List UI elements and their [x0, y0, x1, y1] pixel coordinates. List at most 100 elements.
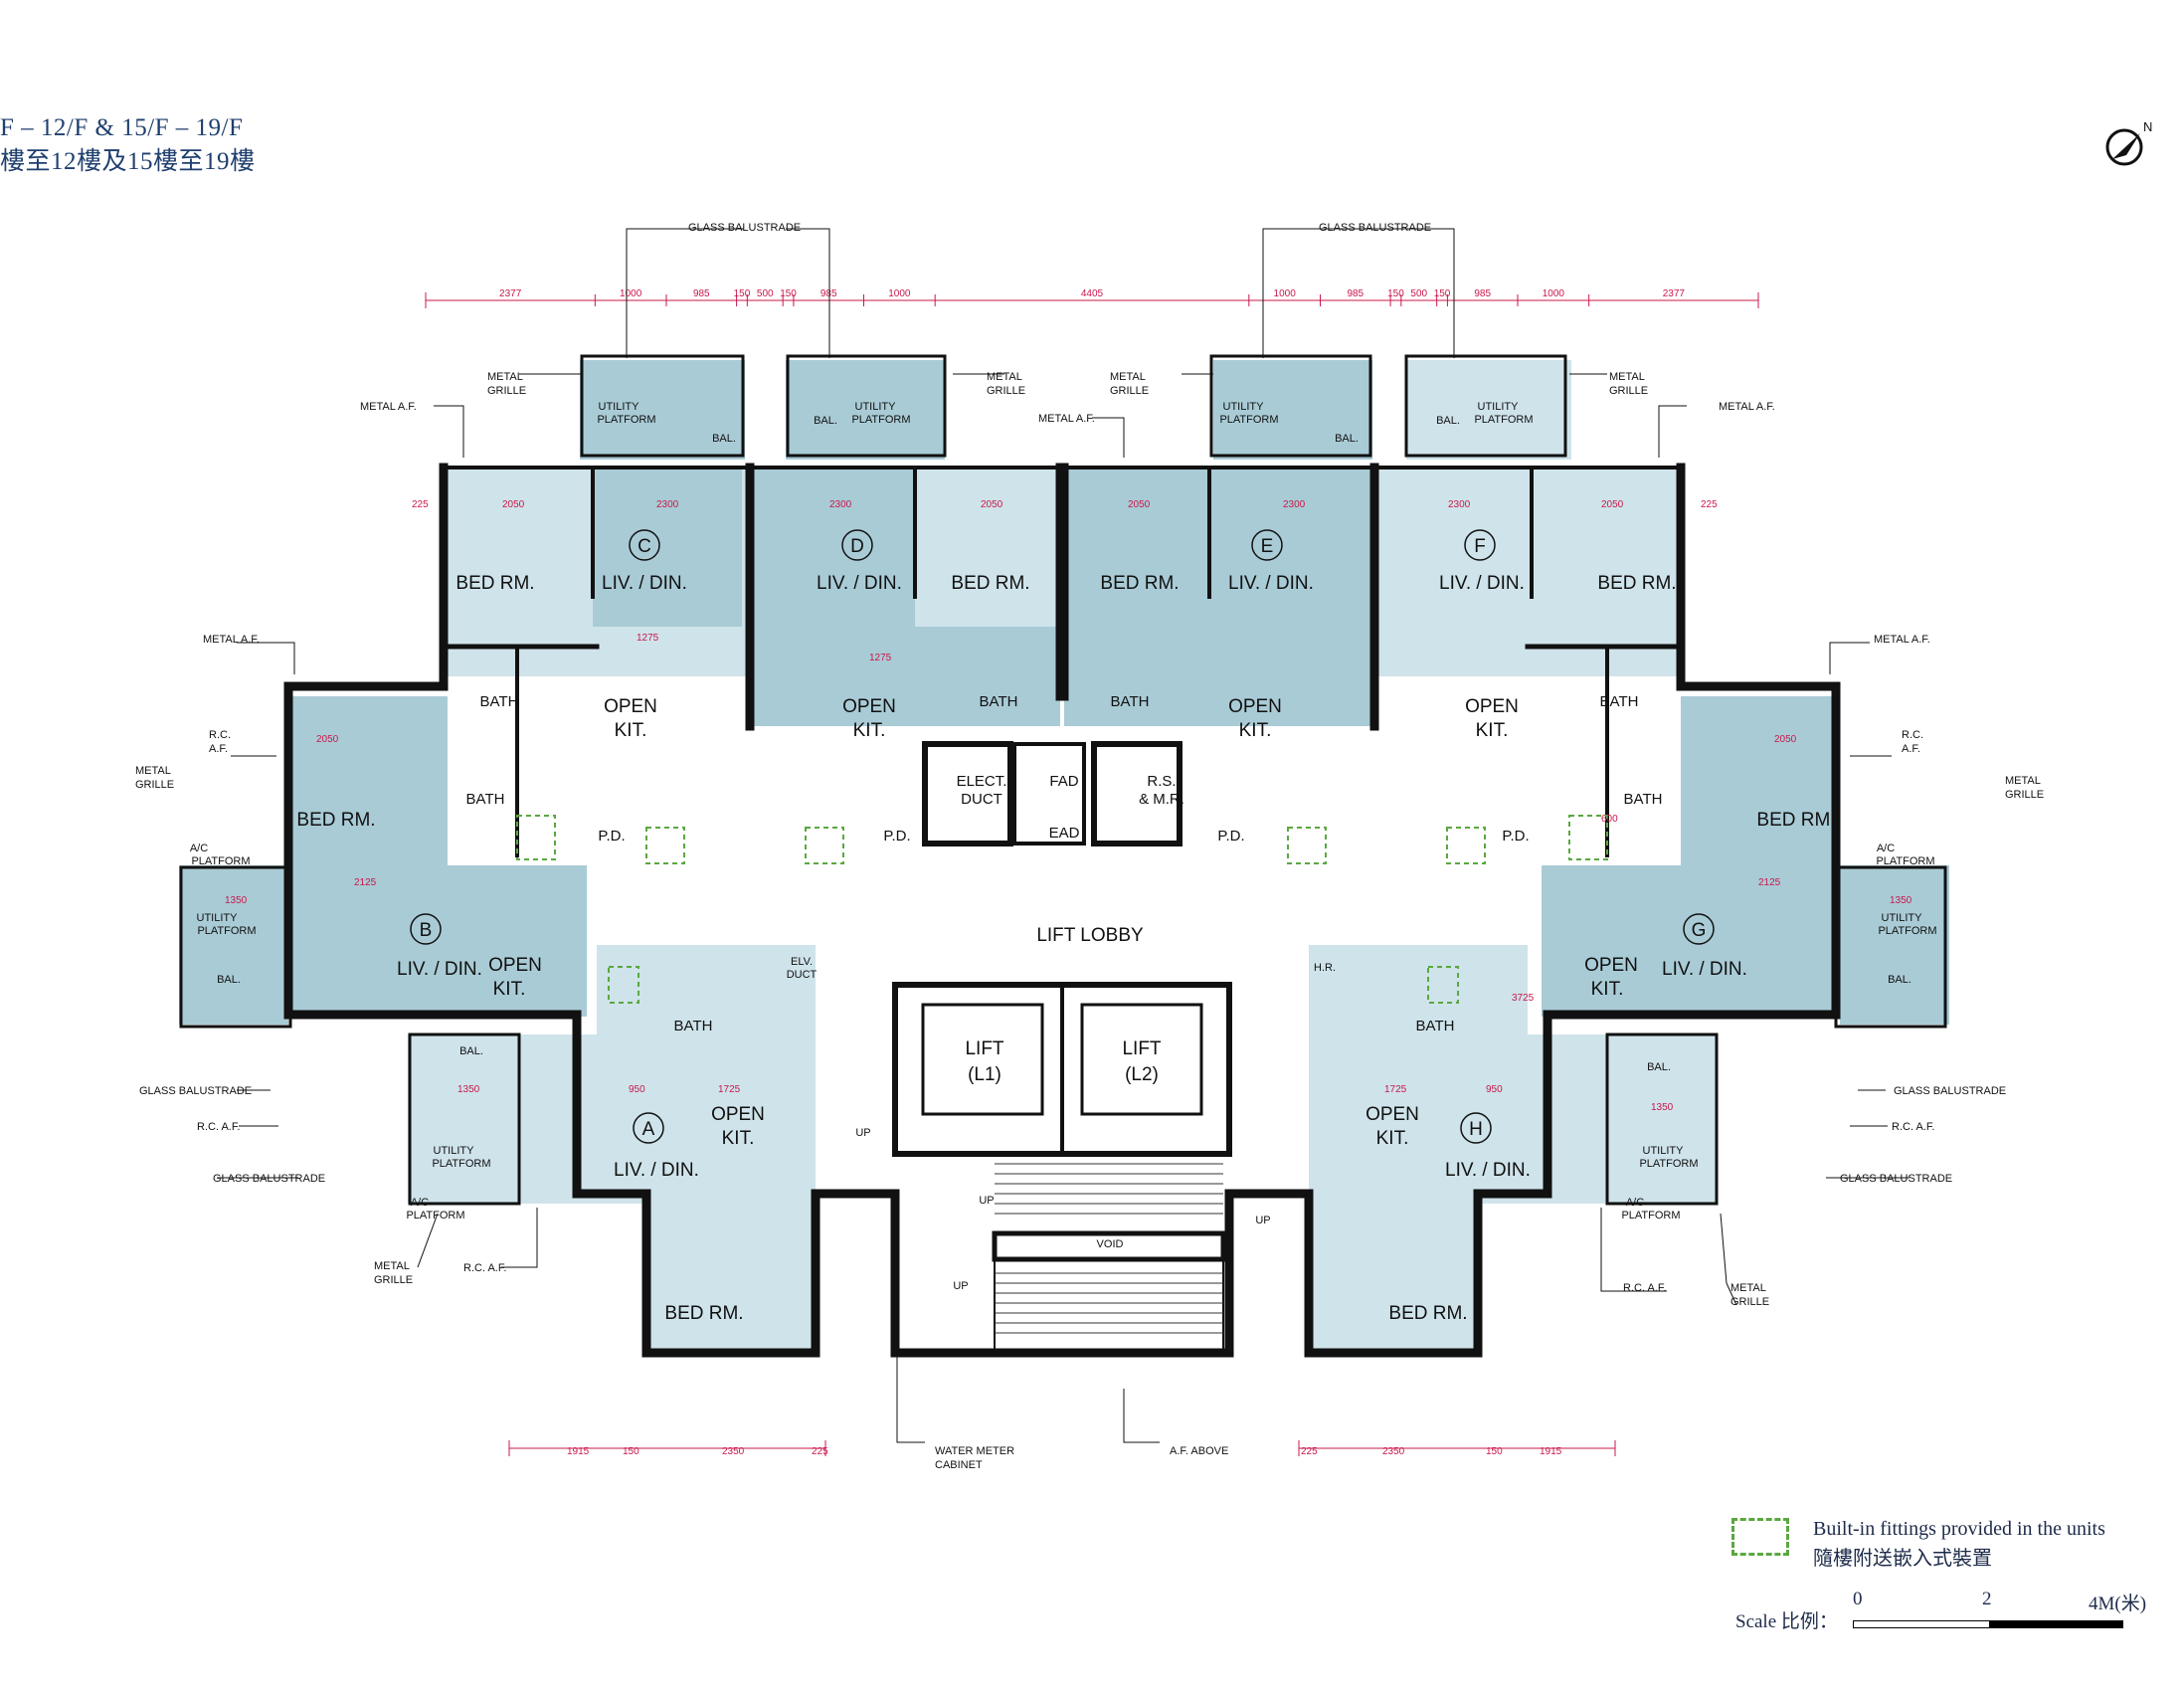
top-dimension-label: 1000 — [888, 288, 911, 299]
svg-text:2050: 2050 — [1601, 499, 1624, 510]
ac-g-2: PLATFORM — [1876, 855, 1934, 867]
unit-label-g: G — [1692, 920, 1707, 941]
svg-text:2300: 2300 — [1448, 499, 1471, 510]
metal-grille-label-8b: GRILLE — [1730, 1296, 1769, 1308]
svg-text:225: 225 — [812, 1446, 828, 1457]
top-dimension-label: 1000 — [620, 288, 642, 299]
room-bedroom-f: BED RM. — [1597, 573, 1676, 594]
rs-mr-label-1: R.S. — [1147, 773, 1176, 790]
metal-grille-label-7a: METAL — [374, 1260, 410, 1272]
glass-balustrade-label-4: GLASS BALUSTRADE — [1894, 1085, 2006, 1097]
utility-f-2: PLATFORM — [1474, 414, 1533, 426]
utility-d-2: PLATFORM — [851, 414, 910, 426]
scale-bar-graphic — [1853, 1620, 2123, 1628]
svg-text:1725: 1725 — [1384, 1084, 1407, 1095]
room-bedroom-d: BED RM. — [951, 573, 1029, 594]
top-dimension-label: 985 — [820, 288, 837, 299]
water-meter-label-2: CABINET — [935, 1459, 983, 1471]
rc-af-label-2a: R.C. — [1902, 729, 1923, 741]
floor-title: F – 12/F & 15/F – 19/F 樓至12樓及15樓至19樓 — [0, 111, 256, 179]
room-open-g: OPEN — [1584, 955, 1638, 976]
water-meter-label-1: WATER METER — [935, 1445, 1014, 1457]
svg-text:3725: 3725 — [1512, 993, 1535, 1004]
elect-duct-label-2: DUCT — [961, 791, 1002, 808]
north-label: N — [2143, 119, 2152, 134]
unit-label-b: B — [420, 920, 433, 941]
svg-text:2050: 2050 — [981, 499, 1003, 510]
metal-grille-label-3a: METAL — [1110, 371, 1146, 383]
room-bath-b: BATH — [466, 791, 505, 808]
annotation-leaders — [217, 228, 1910, 1443]
glass-balustrade-label-5: GLASS BALUSTRADE — [213, 1173, 325, 1185]
lift-l1-code: (L1) — [968, 1064, 1001, 1085]
svg-text:1350: 1350 — [225, 895, 248, 906]
void-label: VOID — [1097, 1238, 1124, 1250]
top-dimension-label: 150 — [1387, 288, 1404, 299]
scale-tick-2: 2 — [1982, 1589, 1992, 1609]
svg-text:1275: 1275 — [637, 633, 659, 644]
svg-text:225: 225 — [1701, 499, 1718, 510]
unit-label-h: H — [1469, 1119, 1483, 1140]
utility-a-2: PLATFORM — [432, 1158, 490, 1170]
unit-label-a: A — [642, 1119, 655, 1140]
svg-text:150: 150 — [623, 1446, 639, 1457]
bal-h: BAL. — [1647, 1061, 1671, 1073]
room-bath-h: BATH — [1416, 1018, 1455, 1034]
scale-tick-4: 4M(米) — [2089, 1594, 2147, 1614]
svg-text:2050: 2050 — [1128, 499, 1151, 510]
top-dimension-label: 500 — [1410, 288, 1427, 299]
north-arrow-icon: N — [2105, 119, 2152, 166]
room-open-h: OPEN — [1365, 1104, 1419, 1125]
rc-af-label-5: R.C. A.F. — [463, 1262, 506, 1274]
lift-lobby-label: LIFT LOBBY — [1036, 925, 1144, 946]
svg-text:2300: 2300 — [1283, 499, 1306, 510]
room-open-c: OPEN — [604, 696, 657, 717]
stair-up-2: UP — [979, 1195, 994, 1207]
room-bath-c: BATH — [480, 693, 519, 710]
glass-balustrade-label-1: GLASS BALUSTRADE — [688, 222, 801, 234]
ac-a-2: PLATFORM — [406, 1210, 464, 1221]
room-kit-h: KIT. — [1376, 1128, 1409, 1149]
svg-text:1350: 1350 — [1651, 1102, 1674, 1113]
svg-text:1725: 1725 — [718, 1084, 741, 1095]
rc-af-label-6: R.C. A.F. — [1623, 1282, 1666, 1294]
svg-text:2050: 2050 — [316, 734, 339, 745]
room-bedroom-e: BED RM. — [1100, 573, 1179, 594]
svg-text:1915: 1915 — [567, 1446, 590, 1457]
room-living-a: LIV. / DIN. — [614, 1160, 699, 1181]
svg-text:225: 225 — [1301, 1446, 1318, 1457]
rc-af-label-1b: A.F. — [209, 743, 228, 755]
bal-g-side: BAL. — [1888, 974, 1911, 986]
rc-af-label-1a: R.C. — [209, 729, 231, 741]
bottom-dimension-lines — [508, 1440, 1616, 1456]
utility-b-1: UTILITY — [197, 912, 239, 924]
room-living-d: LIV. / DIN. — [817, 573, 902, 594]
room-bath-e: BATH — [1111, 693, 1150, 710]
top-dimension-label: 1000 — [1274, 288, 1297, 299]
staircase — [995, 1163, 1223, 1334]
room-pd-c: P.D. — [598, 828, 625, 845]
utility-f-1: UTILITY — [1478, 401, 1520, 413]
room-living-f: LIV. / DIN. — [1439, 573, 1525, 594]
room-open-f: OPEN — [1465, 696, 1519, 717]
top-dimension-label: 985 — [1474, 288, 1491, 299]
legend: Built-in fittings provided in the units … — [1731, 1514, 2105, 1574]
room-bedroom-g: BED RM. — [1756, 810, 1835, 831]
legend-text-en: Built-in fittings provided in the units — [1813, 1518, 2105, 1540]
top-dimension-label: 500 — [757, 288, 774, 299]
stair-up-4: UP — [1255, 1215, 1270, 1226]
bal-f: BAL. — [1436, 415, 1460, 427]
built-in-fittings-swatch — [1731, 1518, 1789, 1556]
room-bath-f: BATH — [1600, 693, 1639, 710]
room-kit-e: KIT. — [1239, 720, 1272, 741]
rs-mr-label-2: & M.R. — [1139, 791, 1184, 808]
hr-label: H.R. — [1314, 962, 1336, 974]
top-dimension-label: 1000 — [1543, 288, 1565, 299]
ead-label: EAD — [1049, 825, 1080, 842]
floor-title-zh: 樓至12樓及15樓至19樓 — [0, 148, 256, 175]
unit-label-c: C — [637, 536, 651, 557]
top-dimension-label: 150 — [734, 288, 751, 299]
elv-duct-1: ELV. — [791, 956, 813, 968]
ac-h-2: PLATFORM — [1621, 1210, 1680, 1221]
legend-text-zh: 隨樓附送嵌入式裝置 — [1813, 1548, 1992, 1570]
